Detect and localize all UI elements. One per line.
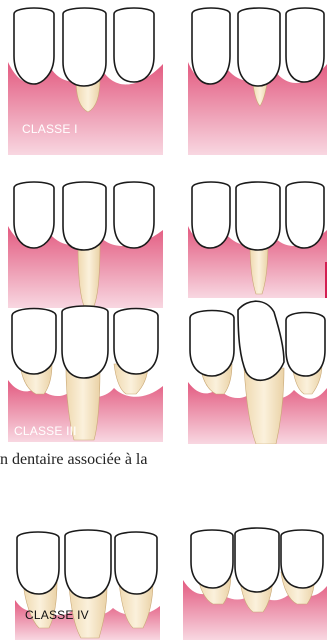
class-1-label: CLASSE I — [22, 122, 78, 136]
panel-class-2 — [8, 178, 163, 308]
caption-text: n dentaire associée à la — [0, 451, 327, 469]
panel-row3-right — [188, 298, 327, 444]
panel-row1-right — [188, 0, 327, 155]
class-3-label: CLASSE III — [14, 424, 77, 438]
panel-row4-right — [183, 526, 327, 640]
panel-row2-right — [188, 178, 327, 298]
panel-class-4: CLASSE IV — [15, 528, 160, 640]
class-4-label: CLASSE IV — [25, 608, 89, 622]
panel-class-1: CLASSE I — [8, 0, 163, 155]
panel-class-3: CLASSE III — [8, 302, 163, 442]
